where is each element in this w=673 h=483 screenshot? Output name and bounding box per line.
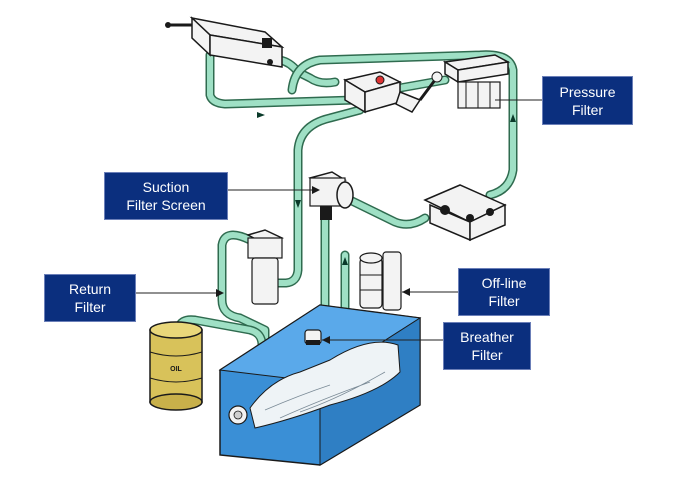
label-breather-filter: Breather Filter — [443, 322, 531, 370]
directional-valve — [343, 71, 443, 114]
flow-arrow — [257, 112, 265, 118]
label-return-filter-line2: Filter — [74, 299, 106, 315]
offline-filter — [359, 251, 402, 311]
flow-arrow — [510, 114, 516, 122]
label-pressure-filter-line1: Pressure — [559, 83, 616, 100]
oil-drum: OIL — [149, 321, 203, 411]
flow-arrow — [295, 200, 301, 208]
label-return-filter: Return Filter — [44, 274, 136, 322]
label-suction-filter-line2: Filter Screen — [126, 197, 206, 213]
label-pressure-filter: Pressure Filter — [542, 76, 633, 125]
label-suction-filter-line1: Suction — [142, 179, 190, 195]
label-breather-filter-line2: Filter — [471, 347, 503, 363]
label-offline-filter-line2: Filter — [488, 293, 520, 309]
flow-arrows — [257, 112, 516, 265]
flow-arrow — [342, 257, 348, 265]
hydraulic-pump — [423, 184, 507, 242]
return-filter — [246, 229, 284, 305]
label-offline-filter-line1: Off-line — [481, 275, 527, 291]
piping — [173, 50, 518, 375]
label-suction-filter-screen: Suction Filter Screen — [104, 172, 228, 220]
label-return-filter-line1: Return — [68, 281, 112, 297]
label-offline-filter: Off-line Filter — [458, 268, 550, 316]
leader-lines — [136, 99, 542, 344]
label-breather-filter-line1: Breather — [460, 329, 514, 345]
oil-drum-label: OIL — [170, 366, 182, 373]
actuator-cylinder — [165, 16, 285, 68]
pressure-filter — [442, 54, 511, 109]
label-pressure-filter-line2: Filter — [571, 101, 604, 118]
breather-cap — [304, 329, 322, 345]
suction-filter-screen — [308, 171, 354, 220]
